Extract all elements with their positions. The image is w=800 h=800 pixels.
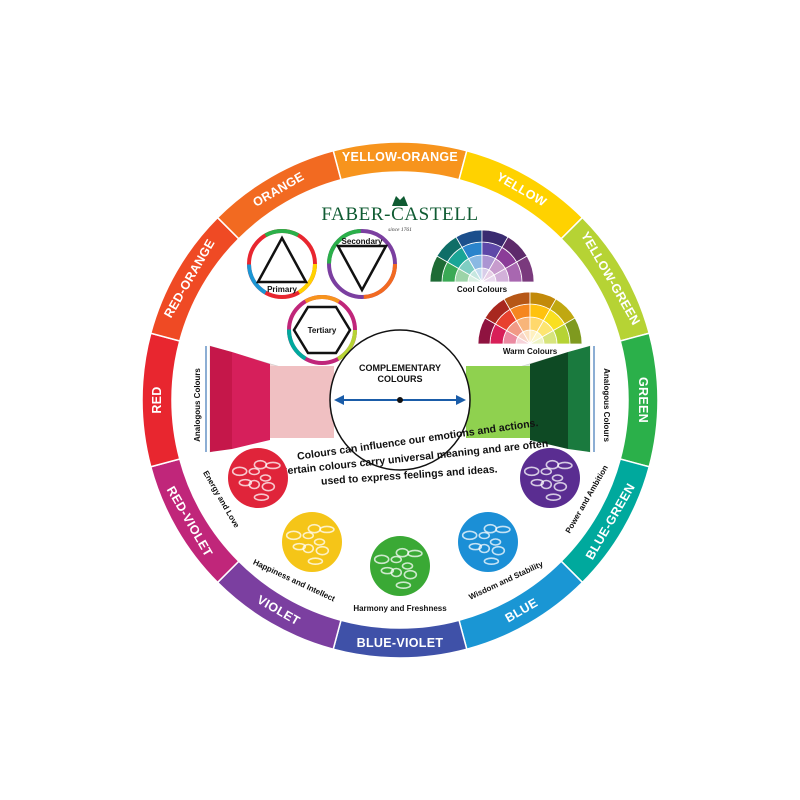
swatch-light-pink: [270, 366, 334, 438]
warm-colours-label: Warm Colours: [503, 347, 558, 356]
primary-diagram: Primary: [247, 229, 317, 299]
analogous-label-left: Analogous Colours: [193, 368, 202, 442]
arrow-right-icon: [456, 395, 466, 405]
brand-logo: FABER-CASTELL since 1761: [321, 196, 478, 233]
outer-colour-ring: [141, 141, 659, 659]
ring-label-yellow-orange: YELLOW-ORANGE: [342, 150, 458, 164]
emotion-label: Harmony and Freshness: [353, 604, 447, 613]
fan-cell: [516, 255, 535, 283]
brand-name: FABER-CASTELL: [321, 204, 478, 225]
fan-cell: [564, 317, 583, 345]
centre-pivot: [397, 397, 403, 403]
inverted-triangle-shape: [335, 244, 389, 293]
emotion-blob: Harmony and Freshness: [353, 536, 447, 613]
tertiary-label: Tertiary: [308, 326, 337, 335]
swatch-magenta: [232, 352, 270, 449]
right-analogous-swatches: Analogous Colours: [464, 345, 611, 453]
knight-icon: [392, 196, 408, 206]
ring-label-blue-violet: BLUE-VIOLET: [357, 636, 444, 650]
cool-colours-label: Cool Colours: [457, 285, 508, 294]
swatch-light-green: [466, 366, 530, 438]
complementary-centre: COMPLEMENTARY COLOURS: [329, 329, 471, 471]
primary-label: Primary: [267, 285, 297, 294]
warm-colours-diagram: Warm Colours: [477, 291, 583, 356]
triangle-shape: [255, 235, 309, 284]
ring-label-red: RED: [150, 386, 164, 413]
complementary-title-line1: COMPLEMENTARY: [359, 363, 441, 373]
cool-colours-diagram: Cool Colours: [429, 229, 535, 294]
swatch-crimson: [210, 346, 232, 452]
left-analogous-swatches: Analogous Colours: [193, 345, 336, 453]
swatch-forest-green: [568, 346, 590, 452]
arrow-left-icon: [334, 395, 344, 405]
secondary-diagram: Secondary: [327, 229, 397, 299]
ring-label-green: GREEN: [636, 377, 650, 423]
hexagon-shape: [292, 305, 352, 355]
brand-since: since 1761: [388, 227, 412, 233]
tertiary-diagram: Tertiary: [287, 295, 357, 365]
complementary-title-line2: COLOURS: [378, 374, 423, 384]
secondary-label: Secondary: [342, 237, 383, 246]
analogous-label-right: Analogous Colours: [602, 368, 611, 442]
swatch-dark-green: [530, 352, 568, 449]
